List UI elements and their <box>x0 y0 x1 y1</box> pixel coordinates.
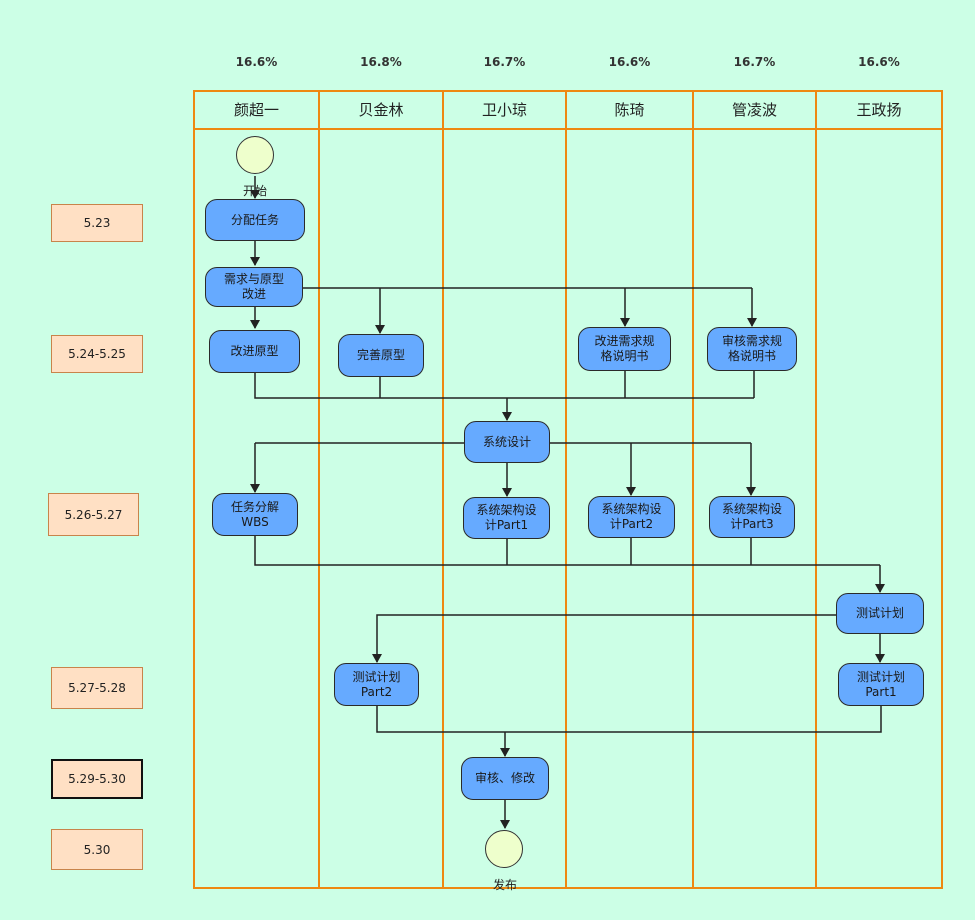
activity-review-spec[interactable]: 审核需求规 格说明书 <box>707 327 797 371</box>
lane-header-2: 贝金林 <box>358 101 404 119</box>
lane-pct-3: 16.7% <box>483 55 526 69</box>
activity-arch-part3[interactable]: 系统架构设 计Part3 <box>709 496 795 538</box>
lane-pct-1: 16.6% <box>235 55 278 69</box>
lane-pct-5: 16.7% <box>733 55 776 69</box>
lane-header-4: 陈琦 <box>614 101 645 119</box>
activity-arch-part1[interactable]: 系统架构设 计Part1 <box>463 497 550 539</box>
start-label: 开始 <box>242 184 267 198</box>
date-label-4: 5.27-5.28 <box>51 667 143 709</box>
pool-top-border <box>193 90 943 92</box>
lane-divider-4 <box>692 90 694 889</box>
lane-pct-4: 16.6% <box>608 55 651 69</box>
activity-review-modify[interactable]: 审核、修改 <box>461 757 549 800</box>
date-label-5: 5.29-5.30 <box>51 759 143 799</box>
activity-test-plan-part2[interactable]: 测试计划 Part2 <box>334 663 419 706</box>
activity-requirements-prototype[interactable]: 需求与原型 改进 <box>205 267 303 307</box>
lane-header-5: 管凌波 <box>731 101 777 119</box>
edge-join-2 <box>254 536 880 566</box>
edge-join-1 <box>254 373 754 399</box>
edge-to-test-part2 <box>372 614 836 663</box>
lane-pct-2: 16.8% <box>360 55 402 69</box>
end-label: 发布 <box>492 878 517 892</box>
start-node <box>236 136 274 174</box>
edge-join-3 <box>376 706 882 733</box>
lane-divider-2 <box>442 90 444 889</box>
pool-header-divider <box>193 128 943 130</box>
activity-improve-prototype[interactable]: 改进原型 <box>209 330 300 373</box>
lane-header-6: 王政扬 <box>856 101 902 119</box>
lane-divider-6 <box>941 90 943 889</box>
end-node <box>485 830 523 868</box>
activity-assign-tasks[interactable]: 分配任务 <box>205 199 305 241</box>
activity-improve-spec[interactable]: 改进需求规 格说明书 <box>578 327 671 371</box>
lane-header-1: 颜超一 <box>233 101 279 119</box>
lane-divider-0 <box>193 90 195 889</box>
lane-divider-3 <box>565 90 567 889</box>
date-label-1: 5.23 <box>51 204 143 242</box>
pool-bottom-border <box>193 887 943 889</box>
activity-arch-part2[interactable]: 系统架构设 计Part2 <box>588 496 675 538</box>
activity-test-plan[interactable]: 测试计划 <box>836 593 924 634</box>
date-label-3: 5.26-5.27 <box>48 493 139 536</box>
date-label-6: 5.30 <box>51 829 143 870</box>
lane-pct-6: 16.6% <box>858 55 900 69</box>
activity-test-plan-part1[interactable]: 测试计划 Part1 <box>838 663 924 706</box>
activity-system-design[interactable]: 系统设计 <box>464 421 550 463</box>
lane-header-3: 卫小琼 <box>481 101 527 119</box>
activity-refine-prototype[interactable]: 完善原型 <box>338 334 424 377</box>
lane-divider-5 <box>815 90 817 889</box>
lane-divider-1 <box>318 90 320 889</box>
date-label-2: 5.24-5.25 <box>51 335 143 373</box>
activity-wbs[interactable]: 任务分解 WBS <box>212 493 298 536</box>
